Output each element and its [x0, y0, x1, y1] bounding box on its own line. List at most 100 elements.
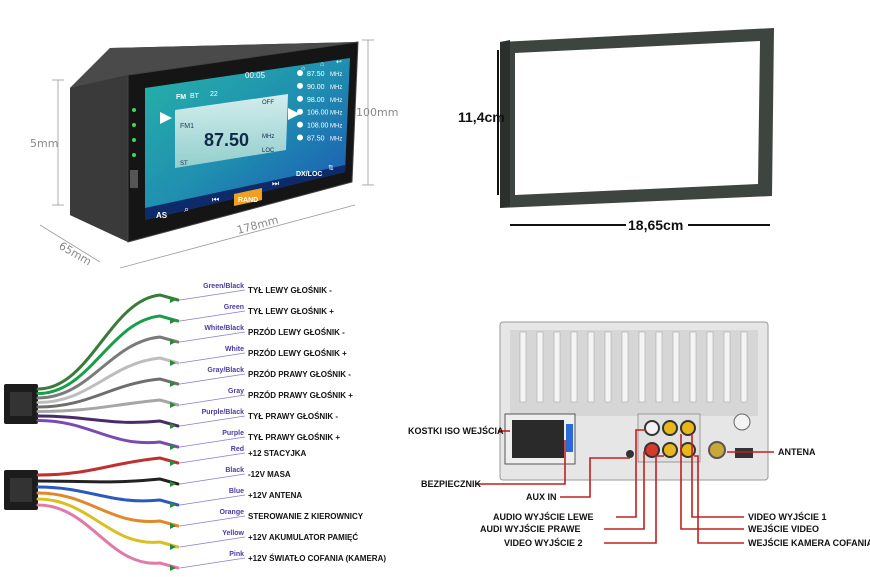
eq-icon[interactable]: ⇅ [328, 165, 334, 172]
wire-connector [170, 565, 176, 571]
dx-loc-button[interactable]: DX/LOC [296, 171, 322, 178]
preset-frequency[interactable]: 87.50 [307, 71, 325, 78]
preset-dot[interactable] [297, 82, 303, 89]
unit-depth-dim: 65mm [57, 239, 94, 268]
wire-color-label: Red [231, 446, 244, 453]
wire-line [36, 503, 180, 570]
preset-unit: MHz [330, 111, 342, 117]
wire-description: PRZÓD LEWY GŁOŚNIK - [248, 328, 345, 337]
bt-indicator: BT [190, 93, 200, 100]
fuse-label: BEZPIECZNIK [421, 479, 482, 489]
wire-connector [170, 502, 176, 508]
heatsink-fin [706, 331, 714, 403]
heatsink-fin [655, 331, 663, 403]
audio-left-label: AUDIO WYJŚCIE LEWE [493, 511, 594, 522]
preset-unit: MHz [330, 124, 342, 130]
unit-width-dim: 178mm [235, 213, 279, 237]
rca-video-out-1 [662, 420, 678, 436]
wire-color-label: Purple/Black [202, 409, 245, 416]
loc-indicator: LOC [262, 148, 275, 154]
wire-description: TYŁ LEWY GŁOŚNIK - [248, 286, 332, 295]
unit-dimensions [39, 39, 374, 269]
stereo-indicator: ST [180, 161, 188, 167]
wire-description: +12V ŚWIATŁO COFANIA (KAMERA) [248, 554, 386, 563]
wire-connector [170, 460, 176, 466]
preset-unit: MHz [330, 72, 342, 78]
wire-connector [170, 402, 176, 408]
wire-line [36, 497, 180, 549]
preset-frequency[interactable]: 106.00 [307, 110, 329, 117]
wire-description: TYŁ PRAWY GŁOŚNIK - [248, 412, 338, 421]
wire-connector [170, 523, 176, 529]
wire-line [36, 491, 180, 528]
heatsink-fin [570, 331, 578, 403]
wire-label-rule [179, 536, 246, 548]
back-icon[interactable]: ↩ [336, 59, 342, 66]
preset-frequency[interactable]: 98.00 [307, 97, 325, 104]
search-icon[interactable]: ⌕ [184, 204, 189, 214]
wire-label-rule [179, 436, 246, 448]
preset-dot[interactable] [297, 70, 303, 76]
wire-label-rule [179, 310, 246, 322]
seek-forward-icon[interactable]: ⏭ [272, 179, 279, 188]
seek-back-icon[interactable]: ⏮ [212, 195, 219, 204]
wire-color-label: Yellow [222, 530, 244, 537]
aux-in-label: AUX IN [526, 492, 557, 502]
preset-frequency[interactable]: 90.00 [307, 84, 325, 91]
rca-camera-in [680, 442, 696, 458]
iso-socket [512, 420, 564, 458]
preset-unit: MHz [330, 137, 342, 143]
brightness-icon[interactable]: ☼ [300, 65, 306, 72]
iso-connector-top [4, 384, 38, 424]
wire-line [36, 293, 180, 391]
preset-dot[interactable] [297, 121, 303, 128]
frequency-panel [175, 94, 288, 168]
next-station-icon[interactable] [288, 108, 300, 120]
wire-line [36, 377, 180, 409]
aux-jack [626, 450, 634, 458]
wire-description: PRZÓD LEWY GŁOŚNIK + [248, 349, 347, 358]
wire-label-rule [179, 331, 246, 343]
wire-connector [170, 544, 176, 550]
preset-dot[interactable] [297, 134, 303, 141]
wire-label-rule [179, 373, 246, 385]
head-unit-illustration: FM BT 22 00:05 FM1 87.50 MHz OFF ST LOC … [70, 41, 359, 243]
iso-connector-bottom [4, 470, 38, 510]
wire-connector [170, 481, 176, 487]
preset-frequency[interactable]: 87.50 [307, 136, 325, 143]
rear-callout-lines [475, 429, 774, 544]
preset-dot[interactable] [297, 95, 303, 102]
preset-dot[interactable] [297, 108, 303, 115]
rca-audio-left [644, 420, 660, 436]
wire-label-rule [179, 494, 246, 506]
as-button[interactable]: AS [156, 211, 168, 220]
heatsink-fin [587, 331, 595, 403]
wire-line [36, 314, 180, 395]
home-icon[interactable]: ⌂ [320, 61, 324, 68]
wire-color-label: Gray/Black [207, 367, 244, 374]
wire-connector [170, 297, 176, 303]
prev-station-icon[interactable] [160, 112, 172, 124]
wire-connector [170, 318, 176, 324]
wire-color-label: White/Black [204, 325, 244, 332]
rand-button-bg[interactable] [234, 188, 262, 206]
heatsink-fin [621, 331, 629, 403]
iso-input-label: KOSTKI ISO WEJŚCIA [408, 425, 504, 436]
wire-label-rule [179, 415, 246, 427]
wire-line [36, 356, 180, 404]
wire-color-label: Purple [222, 430, 244, 437]
preset-frequency[interactable]: 108.00 [307, 123, 329, 130]
rand-button[interactable]: RAND [238, 197, 258, 204]
wire-description: TYŁ LEWY GŁOŚNIK + [248, 307, 334, 316]
wire-color-label: White [225, 346, 244, 353]
antenna-socket [708, 441, 726, 459]
wire-connector [170, 339, 176, 345]
wire-description: PRZÓD PRAWY GŁOŚNIK + [248, 391, 353, 400]
wire-label-rule [179, 352, 246, 364]
wire-line [36, 398, 180, 413]
wire-description: PRZÓD PRAWY GŁOŚNIK - [248, 370, 351, 379]
frequency-readout: 87.50 [204, 130, 249, 150]
wire-line [36, 414, 180, 428]
wire-color-label: Gray [228, 388, 244, 395]
